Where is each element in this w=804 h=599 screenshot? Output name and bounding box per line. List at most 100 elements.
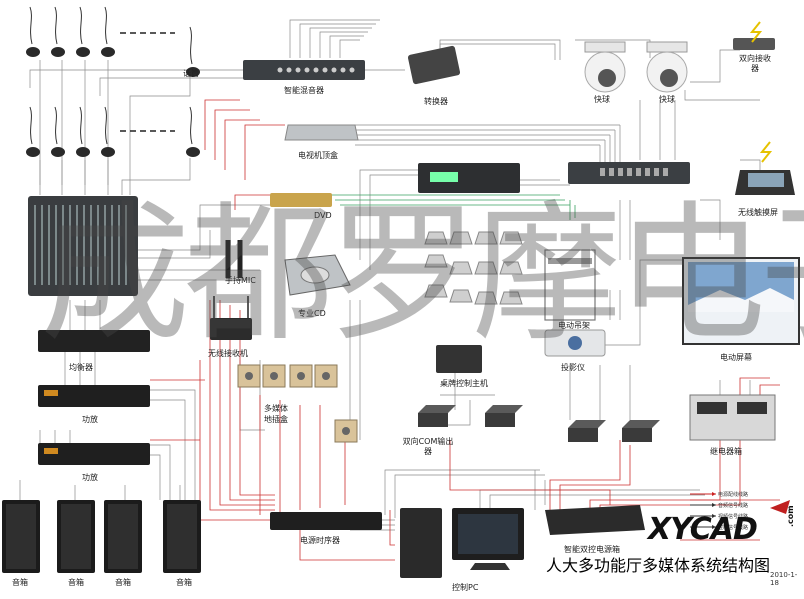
diagram-date: 2010-1-18 — [770, 571, 798, 587]
power-wire-5 — [209, 300, 275, 511]
legend-arrow-1 — [712, 503, 716, 507]
label-pro-cd: 专业CD — [298, 309, 326, 318]
audio-wire-14 — [309, 27, 372, 58]
pc-keyboard — [470, 563, 510, 570]
power-wire-1 — [214, 109, 250, 160]
audio-wire-16 — [329, 35, 364, 58]
label-equalizer: 均衡器 — [69, 363, 93, 372]
mic-neck-mid-0 — [29, 106, 33, 145]
conference-mic-mid-4 — [186, 106, 200, 157]
label-sequencer: 电源时序器 — [300, 536, 340, 545]
screen-mountains — [688, 288, 794, 312]
wireless-receiver-device — [210, 318, 252, 340]
pc-monitor-screen — [458, 514, 518, 554]
floor-box-socket-3 — [322, 372, 330, 380]
conference-mic-top-4 — [186, 26, 200, 77]
smart-mixer-knob-1 — [286, 67, 292, 73]
label-speaker-1: 音箱 — [12, 578, 28, 587]
audio-wire-57 — [150, 454, 161, 500]
label-relay-box: 继电器箱 — [710, 447, 742, 456]
dvd-player-device — [270, 193, 332, 207]
label-handheld-mic: 手持MIC — [225, 276, 256, 285]
mic-base-top-4 — [186, 67, 200, 77]
desk-unit-1 — [449, 231, 473, 245]
video-recorder-display — [430, 172, 458, 182]
desk-unit-7 — [499, 261, 523, 275]
lift-plate — [548, 258, 592, 264]
power-box-device — [545, 505, 645, 535]
speed-dome-mount-0 — [584, 41, 626, 53]
power-wire-17 — [389, 510, 395, 546]
label-power-box: 智能双控电源箱 — [564, 545, 620, 554]
audio-wire-13 — [299, 23, 376, 58]
smart-mixer-device — [243, 60, 365, 80]
mic-base-top-2 — [76, 47, 90, 57]
audio-wire-38 — [135, 230, 211, 259]
power-wire-25 — [449, 440, 611, 505]
matrix-port-7 — [663, 168, 668, 176]
floor-box-socket-0 — [245, 372, 253, 380]
amplifier-badge-0 — [44, 390, 58, 396]
label-speaker-4: 音箱 — [176, 578, 192, 587]
power-wire-4 — [234, 194, 270, 210]
audio-wire-84 — [384, 469, 540, 515]
speed-dome-lens-1 — [660, 69, 678, 87]
matrix-port-2 — [618, 168, 623, 176]
mic-neck-top-0 — [29, 6, 33, 45]
label-control-pc: 控制PC — [452, 583, 479, 592]
smart-mixer-knob-8 — [349, 67, 355, 73]
label-mixer: 智能混音器 — [284, 86, 324, 95]
audio-wire-62 — [359, 169, 420, 260]
desk-unit-5 — [449, 261, 473, 275]
diagram-title: 人大多功能厅多媒体系统结构图 — [546, 556, 771, 575]
power-wire-3 — [244, 124, 285, 180]
mic-base-top-3 — [101, 47, 115, 57]
label-dvd: DVD — [314, 211, 332, 220]
smart-mixer-knob-7 — [340, 67, 346, 73]
legend-power-line: 电源配线线路 — [718, 492, 749, 498]
label-wireless-receiver: 无线接收机 — [208, 349, 248, 358]
speaker-grille-1 — [61, 504, 91, 569]
legend-arrow-3 — [712, 525, 716, 529]
conference-mic-top-0 — [26, 6, 40, 57]
desk-unit-4 — [424, 254, 448, 268]
mic-base-mid-4 — [186, 147, 200, 157]
matrix-port-4 — [636, 168, 641, 176]
floor-box-socket-4 — [342, 427, 350, 435]
label-speed-dome-2: 快球 — [659, 95, 675, 104]
label-lift: 电动吊架 — [558, 321, 590, 330]
touch-screen-signal-icon — [759, 141, 773, 163]
relay-box-device — [689, 394, 776, 441]
label-receiver: 双向接收器 — [739, 54, 771, 73]
legend-arrow-2 — [712, 514, 716, 518]
label-touch-screen: 无线触摸屏 — [738, 208, 778, 217]
label-projector: 投影仪 — [561, 363, 585, 372]
label-speaker-2: 音箱 — [68, 578, 84, 587]
label-com-card: 双向COM输出器 — [402, 437, 454, 456]
receiver-signal-icon — [749, 21, 763, 43]
com-card-top-3 — [622, 420, 660, 428]
tv-box-device — [284, 124, 359, 141]
desk-unit-3 — [499, 231, 523, 245]
touch-screen-display — [748, 173, 784, 187]
label-speaker-3: 音箱 — [115, 578, 131, 587]
mic-base-top-0 — [26, 47, 40, 57]
conference-mic-top-1 — [51, 6, 65, 57]
pc-tower — [400, 508, 442, 578]
desk-unit-11 — [499, 291, 523, 305]
power-wire-18 — [299, 520, 395, 561]
mic-neck-mid-1 — [54, 106, 58, 145]
com-card-front-0 — [418, 413, 448, 427]
matrix-port-3 — [627, 168, 632, 176]
conference-mic-mid-2 — [76, 106, 90, 157]
label-desk-host: 桌牌控制主机 — [440, 379, 488, 388]
com-card-top-1 — [485, 405, 523, 413]
smart-mixer-knob-2 — [295, 67, 301, 73]
legend-video-line: 视频信号线路 — [718, 514, 749, 520]
audio-wire-12 — [289, 19, 380, 58]
desk-unit-8 — [424, 284, 448, 298]
label-multimedia-box: 多媒体地插盒 — [264, 404, 288, 424]
